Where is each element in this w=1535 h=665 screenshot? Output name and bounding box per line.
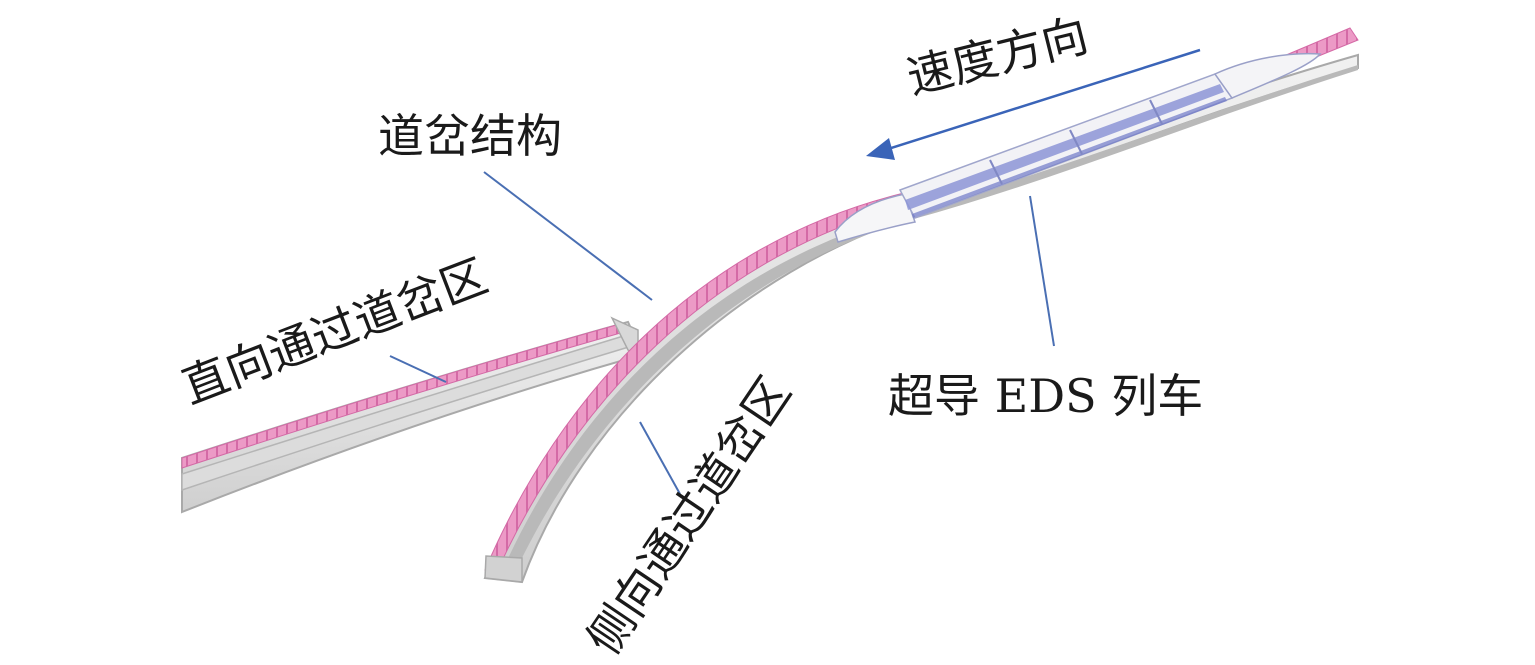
straight-guideway bbox=[181, 316, 639, 514]
leader-train bbox=[1029, 195, 1055, 347]
leader-straight-zone bbox=[389, 355, 447, 383]
speed-direction-label: 速度方向 bbox=[902, 8, 1094, 105]
train-label: 超导 EDS 列车 bbox=[888, 369, 1203, 423]
switch-structure-label: 道岔结构 bbox=[378, 109, 562, 163]
velocity-arrow bbox=[866, 48, 1201, 160]
leader-lines bbox=[389, 171, 1055, 495]
side-guideway bbox=[483, 27, 1359, 584]
leader-side-zone bbox=[639, 421, 681, 495]
leader-switch-structure bbox=[483, 171, 653, 301]
eds-train bbox=[834, 52, 1322, 243]
